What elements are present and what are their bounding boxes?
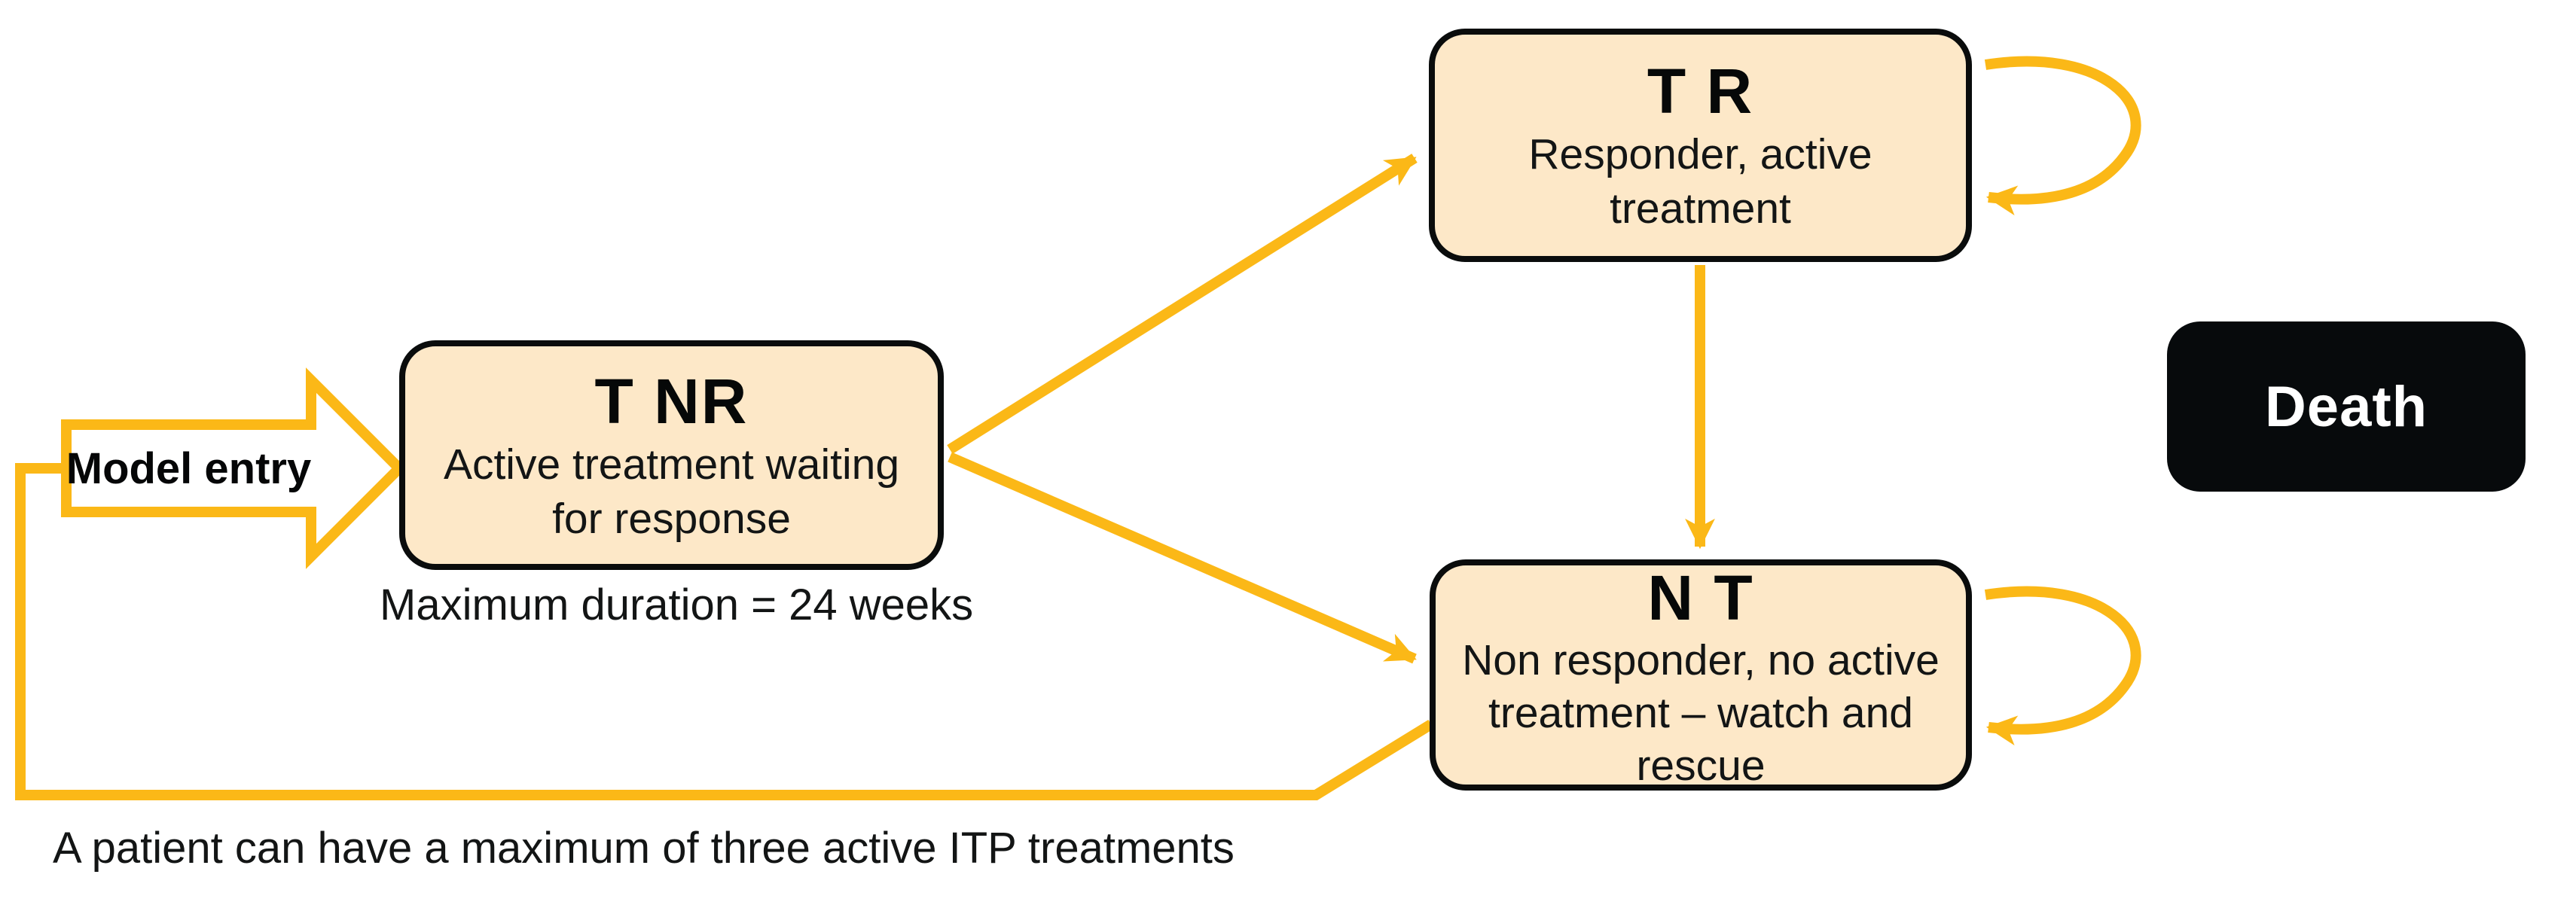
edge-tnr-to-nt: [948, 452, 1417, 664]
state-nt: N T Non responder, no active treatment –…: [1430, 559, 1972, 791]
self-loop-nt: [1984, 586, 2141, 746]
edge-tnr-to-tr: [947, 154, 1418, 454]
state-nt-description: Non responder, no active treatment – wat…: [1462, 634, 1940, 792]
model-entry-arrow-shape: [61, 367, 407, 569]
state-tnr-description-line1: Active treatment waiting: [443, 440, 900, 489]
state-nt-description-line2: treatment – watch and: [1488, 688, 1913, 737]
state-nt-description-line1: Non responder, no active: [1462, 635, 1940, 684]
edge-nt-to-model-entry-loop: [15, 463, 1434, 800]
self-loop-tr: [1984, 56, 2141, 216]
state-death-label: Death: [2264, 374, 2428, 439]
tnr-duration-note: Maximum duration = 24 weeks: [380, 580, 974, 629]
state-tr-description-line1: Responder, active: [1528, 130, 1872, 178]
state-tr-description-line2: treatment: [1610, 184, 1791, 233]
model-entry-label: Model entry: [66, 443, 312, 493]
state-tnr-description-line2: for response: [552, 494, 791, 543]
state-nt-description-line3: rescue: [1636, 741, 1766, 790]
state-tr: T R Responder, active treatment: [1429, 29, 1972, 262]
state-tnr-code: T NR: [594, 365, 749, 437]
state-nt-code: N T: [1647, 562, 1754, 633]
state-tnr-description: Active treatment waiting for response: [444, 437, 899, 546]
state-death: Death: [2167, 321, 2526, 492]
state-tr-description: Responder, active treatment: [1528, 127, 1872, 236]
state-tr-code: T R: [1647, 56, 1754, 126]
state-tnr: T NR Active treatment waiting for respon…: [399, 340, 944, 570]
footnote: A patient can have a maximum of three ac…: [53, 824, 1235, 873]
